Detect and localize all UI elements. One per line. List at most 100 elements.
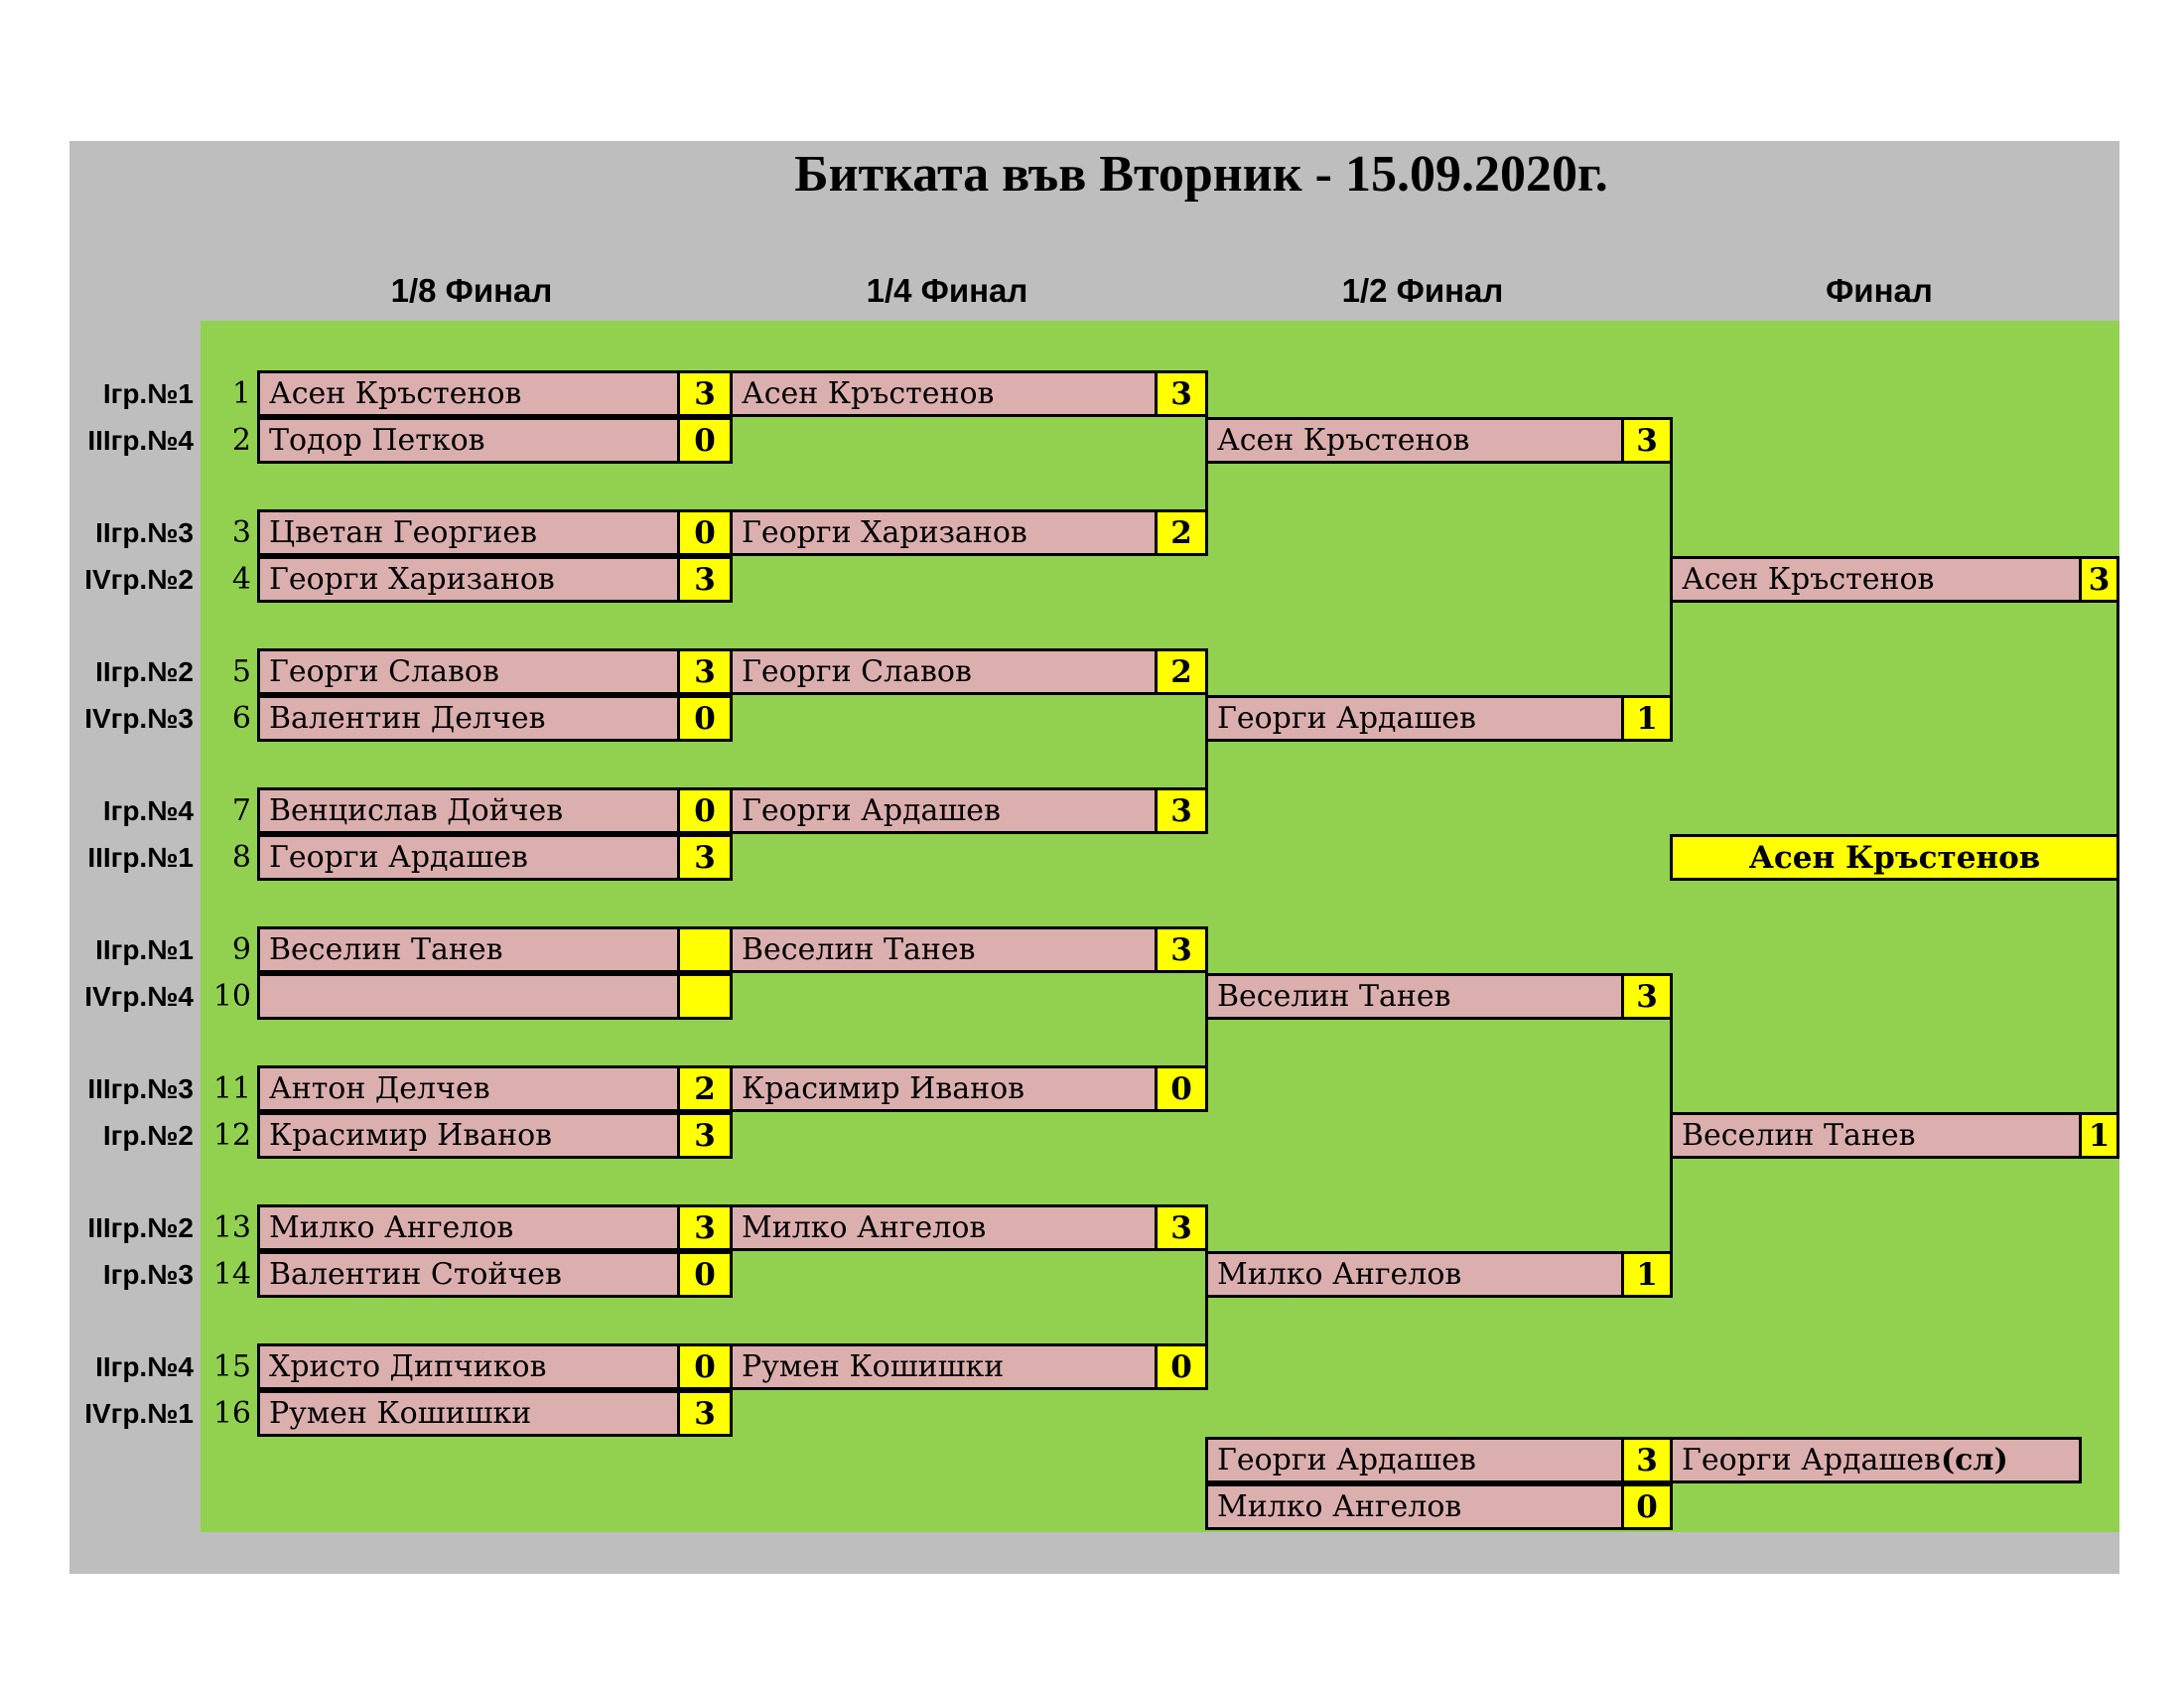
score-box: 0 (1155, 1065, 1208, 1112)
seed-number: 16 (212, 1396, 251, 1431)
bracket-connector (2116, 600, 2119, 837)
player-box: Георги Славов (730, 648, 1158, 695)
seed-number: 15 (212, 1349, 251, 1384)
score-box: 3 (1155, 370, 1208, 417)
player-box: Валентин Делчев (257, 695, 680, 742)
score-box: 3 (677, 370, 733, 417)
seed-number: 4 (231, 562, 251, 597)
seed-number: 9 (231, 932, 251, 967)
player-box: Цветан Георгиев (257, 509, 680, 556)
score-box: 2 (677, 1065, 733, 1112)
bracket-connector (1670, 461, 1673, 559)
round-header-1-2: 1/2 Финал (1341, 272, 1504, 309)
player-box: Георги Славов (257, 648, 680, 695)
player-box: Красимир Иванов (257, 1112, 680, 1159)
player-box: Асен Кръстенов (730, 370, 1158, 417)
score-box: 3 (1155, 926, 1208, 973)
score-box: 0 (677, 417, 733, 464)
score-box: 0 (1621, 1483, 1673, 1530)
group-label: IVгр.№3 (84, 703, 194, 734)
score-box (677, 973, 733, 1020)
score-box: 1 (2079, 1112, 2119, 1159)
score-box: 2 (1155, 509, 1208, 556)
seed-number: 13 (212, 1210, 251, 1245)
player-box: Георги Харизанов (257, 556, 680, 603)
third-place-winner-box: Георги Ардашев(сл) (1670, 1437, 2082, 1483)
group-label: IVгр.№4 (84, 981, 194, 1012)
player-box: Асен Кръстенов (1205, 417, 1624, 464)
bracket-connector (1670, 1017, 1673, 1115)
seed-number: 3 (231, 515, 251, 550)
score-box: 1 (1621, 695, 1673, 742)
bracket-connector (1670, 600, 1673, 698)
score-box: 1 (1621, 1251, 1673, 1298)
score-box: 3 (677, 1390, 733, 1437)
bracket-connector (2116, 878, 2119, 1115)
group-label: IVгр.№1 (84, 1398, 194, 1429)
seed-number: 2 (231, 423, 251, 458)
score-box (677, 926, 733, 973)
seed-number: 12 (212, 1118, 251, 1153)
score-box: 3 (677, 1204, 733, 1251)
player-box: Георги Харизанов (730, 509, 1158, 556)
third-place-winner-name: Георги Ардашев (1682, 1443, 1941, 1477)
score-box: 0 (1155, 1343, 1208, 1390)
seed-number: 6 (231, 701, 251, 736)
group-label: IIIгр.№4 (87, 425, 194, 456)
score-box: 0 (677, 1343, 733, 1390)
group-label: IIгр.№3 (95, 517, 194, 548)
score-box: 3 (1621, 1437, 1673, 1483)
bracket-connector (1670, 1156, 1673, 1254)
player-box: Милко Ангелов (257, 1204, 680, 1251)
player-box: Веселин Танев (730, 926, 1158, 973)
player-box: Милко Ангелов (1205, 1251, 1624, 1298)
player-box: Георги Ардашев (730, 787, 1158, 834)
player-box: Венцислав Дойчев (257, 787, 680, 834)
score-box: 3 (677, 648, 733, 695)
player-box: Румен Кошишки (257, 1390, 680, 1437)
score-box: 0 (677, 695, 733, 742)
group-label: IVгр.№2 (84, 564, 194, 595)
player-box: Георги Ардашев (1205, 1437, 1624, 1483)
group-label: Iгр.№2 (102, 1120, 194, 1151)
round-header-1-8: 1/8 Финал (390, 272, 553, 309)
group-label: IIIгр.№3 (87, 1073, 194, 1104)
player-box (257, 973, 680, 1020)
group-label: Iгр.№1 (102, 378, 194, 409)
seed-number: 8 (231, 840, 251, 875)
group-label: IIIгр.№1 (87, 842, 194, 873)
player-box: Веселин Танев (1670, 1112, 2082, 1159)
group-label: IIгр.№2 (95, 656, 194, 687)
player-box: Веселин Танев (257, 926, 680, 973)
tournament-title: Битката във Вторник - 15.09.2020г. (794, 146, 1608, 203)
player-box: Милко Ангелов (730, 1204, 1158, 1251)
bracket-connector (1205, 739, 1208, 790)
bracket-connector (1205, 1295, 1208, 1346)
score-box: 3 (677, 1112, 733, 1159)
seed-number: 10 (212, 979, 251, 1014)
group-label: IIIгр.№2 (87, 1212, 194, 1243)
seed-number: 1 (231, 376, 251, 411)
seed-number: 14 (212, 1257, 251, 1292)
player-box: Христо Дипчиков (257, 1343, 680, 1390)
score-box: 0 (677, 509, 733, 556)
score-box: 3 (677, 834, 733, 881)
score-box: 3 (2079, 556, 2119, 603)
player-box: Асен Кръстенов (257, 370, 680, 417)
player-box: Асен Кръстенов (1670, 556, 2082, 603)
seed-number: 5 (231, 654, 251, 689)
player-box: Румен Кошишки (730, 1343, 1158, 1390)
group-label: IIгр.№4 (95, 1351, 194, 1382)
score-box: 3 (1155, 787, 1208, 834)
player-box: Тодор Петков (257, 417, 680, 464)
third-place-winner-suffix: (сл) (1940, 1443, 2008, 1477)
player-box: Веселин Танев (1205, 973, 1624, 1020)
score-box: 0 (677, 787, 733, 834)
score-box: 3 (1155, 1204, 1208, 1251)
score-box: 0 (677, 1251, 733, 1298)
player-box: Милко Ангелов (1205, 1483, 1624, 1530)
bracket-connector (1205, 461, 1208, 512)
score-box: 3 (1621, 973, 1673, 1020)
bracket-connector (1205, 1017, 1208, 1068)
